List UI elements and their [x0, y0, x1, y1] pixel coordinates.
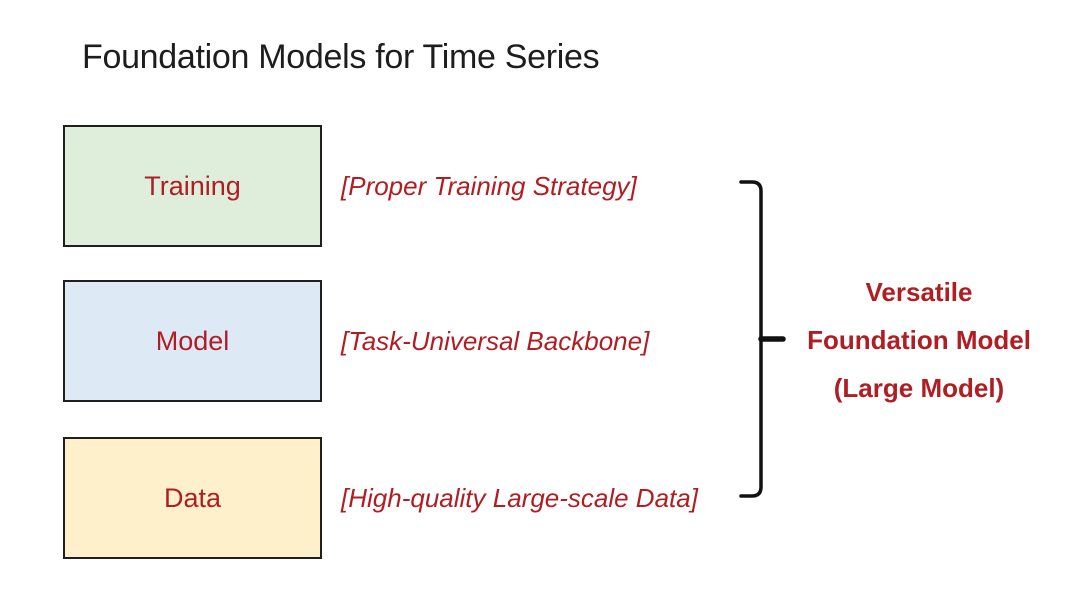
- model-box-label: Model: [155, 325, 230, 356]
- model-box: Model: [63, 280, 322, 402]
- row-model: Model [Task-Universal Backbone]: [63, 280, 649, 402]
- result-line-2: Foundation Model: [807, 325, 1031, 355]
- training-annotation: [Proper Training Strategy]: [341, 170, 637, 201]
- result-label: Versatile Foundation Model (Large Model): [766, 268, 1072, 412]
- model-annotation: [Task-Universal Backbone]: [341, 325, 650, 356]
- result-line-3: (Large Model): [833, 373, 1005, 403]
- data-annotation: [High-quality Large-scale Data]: [341, 482, 698, 513]
- data-box-label: Data: [163, 482, 222, 513]
- training-box: Training: [63, 125, 322, 247]
- data-box: Data: [63, 437, 322, 559]
- result-line-1: Versatile: [865, 277, 973, 307]
- bracket-icon: [739, 180, 786, 498]
- bracket-spine: [739, 180, 763, 498]
- row-data: Data [High-quality Large-scale Data]: [63, 437, 698, 559]
- row-training: Training [Proper Training Strategy]: [63, 125, 637, 247]
- training-box-label: Training: [144, 170, 241, 201]
- page-title: Foundation Models for Time Series: [82, 38, 600, 76]
